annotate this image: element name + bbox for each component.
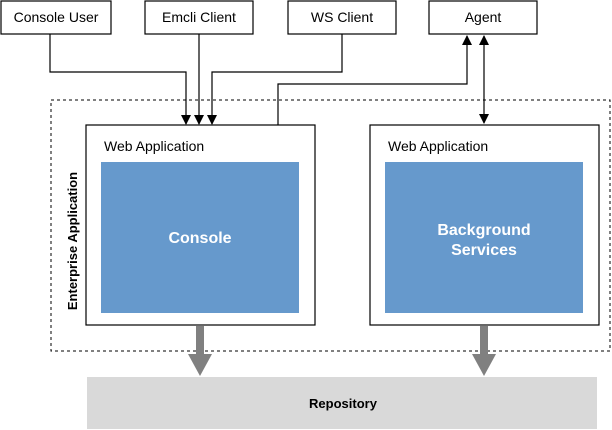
web-application-left: Web Application Console [85, 124, 316, 326]
background-to-repository-arrow [472, 326, 496, 376]
background-services-label-line2: Services [451, 242, 517, 259]
web-application-right-title: Web Application [388, 138, 488, 154]
enterprise-application-boundary [50, 99, 611, 352]
emcli-client-label: Emcli Client [162, 9, 236, 25]
agent-label: Agent [465, 9, 502, 25]
web-application-left-title: Web Application [104, 138, 204, 154]
console-component [101, 162, 299, 313]
ws-client-box: WS Client [287, 0, 397, 35]
web-application-right: Web Application Background Services [369, 124, 600, 326]
ws-client-connector [207, 34, 343, 125]
background-services-label-line1: Background [437, 222, 530, 239]
emcli-client-box: Emcli Client [144, 0, 254, 35]
repository-box: Repository [87, 377, 597, 429]
background-services-component [385, 162, 583, 313]
agent-box: Agent [428, 0, 538, 35]
repository-label: Repository [309, 396, 378, 411]
ws-client-label: WS Client [311, 9, 373, 25]
console-to-agent-connector [277, 35, 472, 125]
console-user-box: Console User [0, 0, 112, 35]
console-component-label: Console [168, 230, 231, 247]
enterprise-application-label: Enterprise Application [65, 172, 80, 310]
console-user-connector [49, 34, 191, 125]
console-to-repository-arrow [188, 326, 212, 376]
console-user-label: Console User [14, 9, 99, 25]
